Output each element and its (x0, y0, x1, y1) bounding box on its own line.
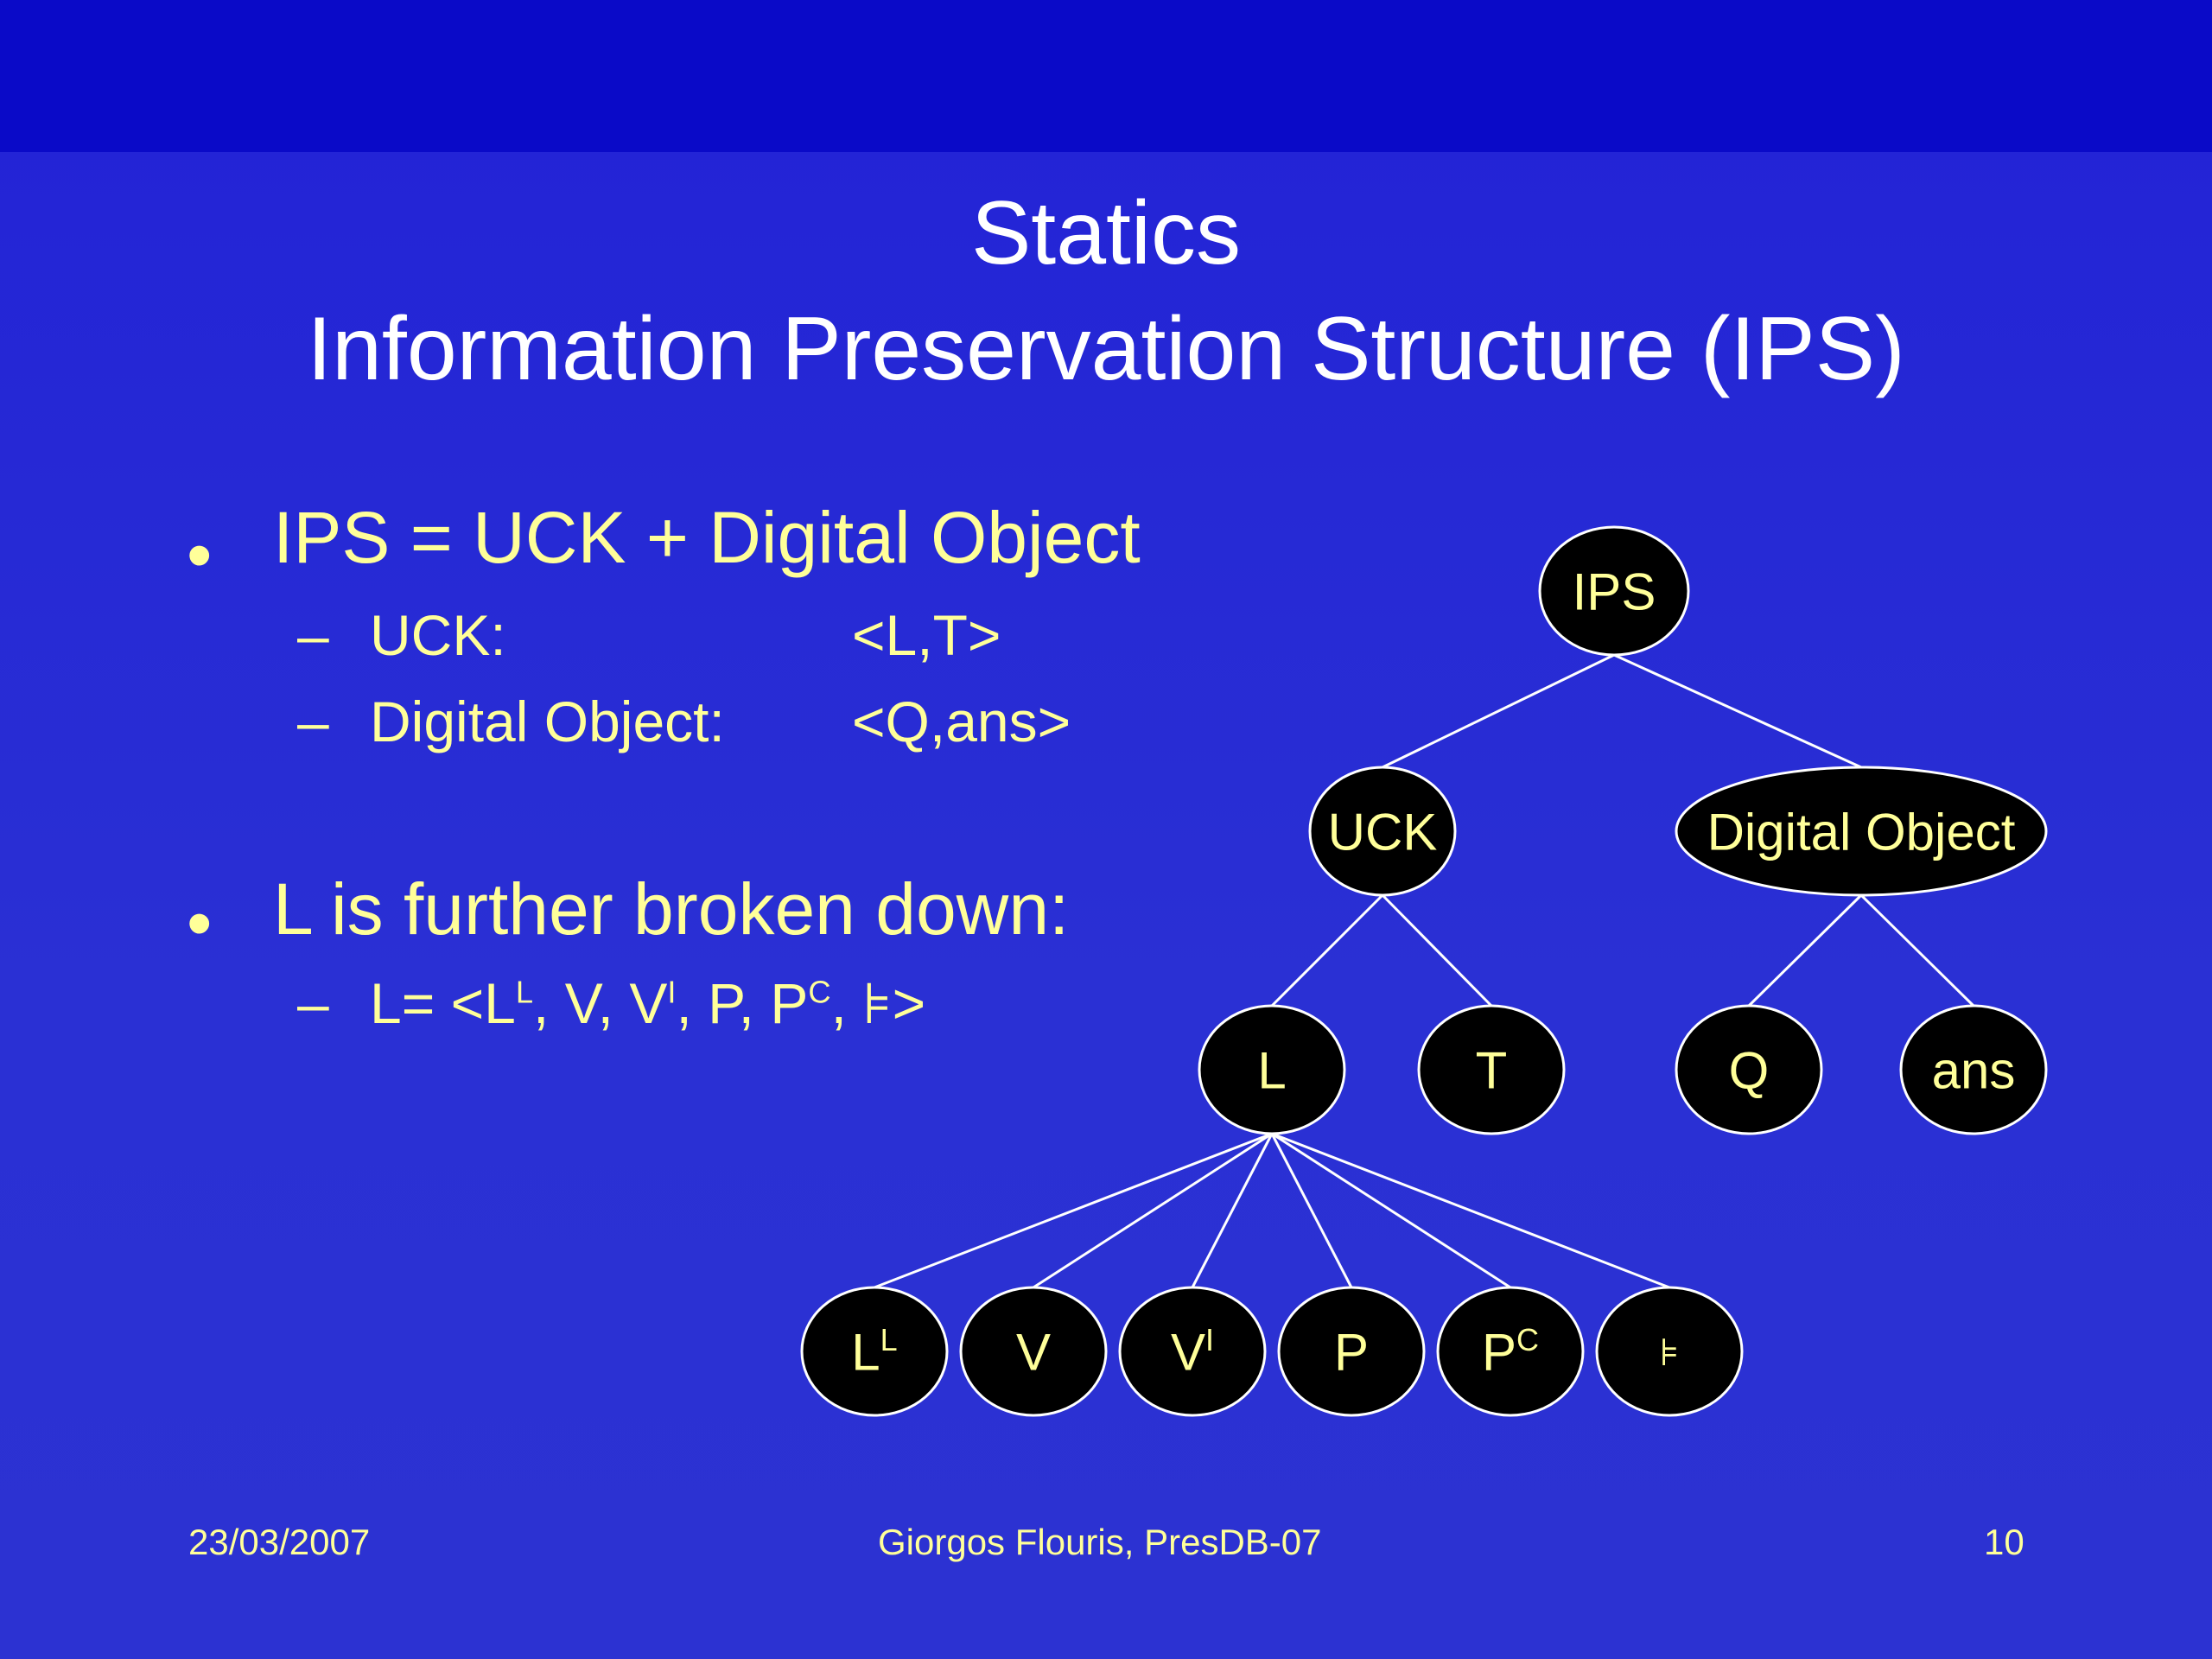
node-label: UCK (1328, 804, 1438, 861)
node-ellipse (1899, 1004, 2048, 1135)
node-pc: PC (1436, 1286, 1585, 1417)
node-ellipse (1198, 1004, 1346, 1135)
edge-digital_object-q (1747, 893, 1863, 1007)
edge-ips-digital_object (1613, 653, 1862, 769)
node-l: L (1198, 1004, 1346, 1135)
slide-subtitle: Information Preservation Structure (IPS) (307, 299, 1905, 399)
slide-title: Statics (970, 183, 1242, 283)
node-label: P (1334, 1324, 1369, 1382)
sub-l-definition: L= <LL, V, VI, P, PC, ⊧> (370, 971, 926, 1035)
node-ans: ans (1899, 1004, 2048, 1135)
node-label: ⊧ (1660, 1332, 1680, 1374)
node-label: V (1016, 1324, 1051, 1382)
bullet-ips-definition: IPS = UCK + Digital Object (273, 497, 1141, 578)
edge-l-ll (874, 1132, 1273, 1289)
edge-l-models (1271, 1132, 1670, 1289)
footer-date: 23/03/2007 (188, 1522, 371, 1562)
dash-marker: – (297, 603, 329, 667)
dash-marker: – (297, 971, 329, 1035)
node-ellipse (1277, 1286, 1426, 1417)
node-label: IPS (1573, 563, 1656, 621)
edge-digital_object-ans (1859, 893, 1975, 1007)
node-v: V (959, 1286, 1108, 1417)
sub-digital-object-label: Digital Object: (370, 690, 725, 753)
footer-author: Giorgos Flouris, PresDB-07 (878, 1522, 1322, 1562)
tree-edges (874, 653, 1975, 1289)
node-ellipse (1118, 1286, 1267, 1417)
node-label: T (1476, 1042, 1508, 1100)
node-label: Q (1729, 1042, 1770, 1100)
node-ellipse (1417, 1004, 1566, 1135)
edge-l-vi (1191, 1133, 1274, 1288)
node-label: LL (851, 1322, 897, 1382)
node-uck: UCK (1308, 766, 1457, 897)
edge-l-v (1033, 1132, 1273, 1289)
node-ips: IPS (1538, 525, 1690, 657)
node-models: ⊧ (1595, 1286, 1744, 1417)
node-label: ans (1932, 1042, 2016, 1100)
bullet-l-breakdown: L is further broken down: (273, 868, 1070, 950)
dash-marker: – (297, 690, 329, 753)
node-t: T (1417, 1004, 1566, 1135)
node-ellipse (1675, 1004, 1823, 1135)
node-ellipse (959, 1286, 1108, 1417)
node-ll: LL (800, 1286, 949, 1417)
node-digital-object: Digital Object (1675, 766, 2048, 897)
node-q: Q (1675, 1004, 1823, 1135)
node-ellipse (1308, 766, 1457, 897)
sub-digital-object-value: <Q,ans> (852, 690, 1071, 753)
node-ellipse (800, 1286, 949, 1417)
node-ellipse (1538, 525, 1690, 657)
edge-uck-t (1381, 893, 1493, 1007)
edge-uck-l (1270, 893, 1384, 1007)
node-ellipse (1436, 1286, 1585, 1417)
footer-page-number: 10 (1984, 1522, 2024, 1562)
node-label: VI (1171, 1322, 1214, 1382)
node-vi: VI (1118, 1286, 1267, 1417)
node-ellipse (1595, 1286, 1744, 1417)
node-p: P (1277, 1286, 1426, 1417)
bullet-marker: • (187, 514, 213, 595)
edge-l-pc (1271, 1132, 1511, 1289)
bullet-marker: • (187, 882, 213, 963)
node-label: PC (1482, 1322, 1539, 1382)
edge-ips-uck (1382, 653, 1615, 769)
node-ellipse (1675, 766, 2048, 897)
top-band (0, 0, 2212, 152)
node-label: Digital Object (1707, 804, 2016, 861)
edge-l-p (1270, 1133, 1353, 1288)
sub-uck-value: <L,T> (852, 603, 1001, 667)
node-label: L (1257, 1042, 1286, 1100)
sub-uck-label: UCK: (370, 603, 506, 667)
